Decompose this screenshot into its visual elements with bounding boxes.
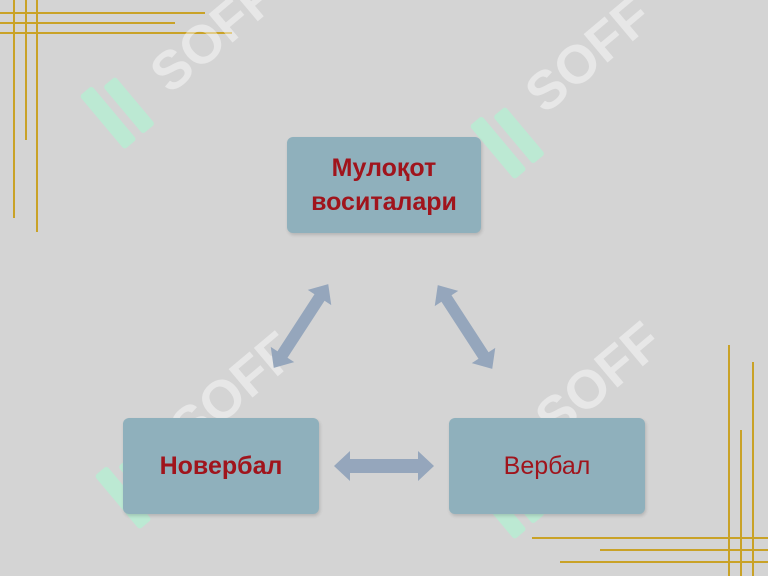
double-arrow-horizontal-icon (334, 451, 434, 481)
node-right-label: Вербал (503, 452, 591, 480)
double-arrow-left-icon (270, 284, 332, 368)
node-communication-means: Мулоқот воситалари (287, 137, 481, 233)
node-top-line2: воситалари (311, 188, 457, 216)
node-left-label: Новербал (159, 452, 283, 480)
node-nonverbal: Новербал (123, 418, 319, 514)
node-verbal: Вербал (449, 418, 645, 514)
node-top-line1: Мулоқот (331, 154, 437, 182)
double-arrow-right-icon (434, 285, 496, 369)
